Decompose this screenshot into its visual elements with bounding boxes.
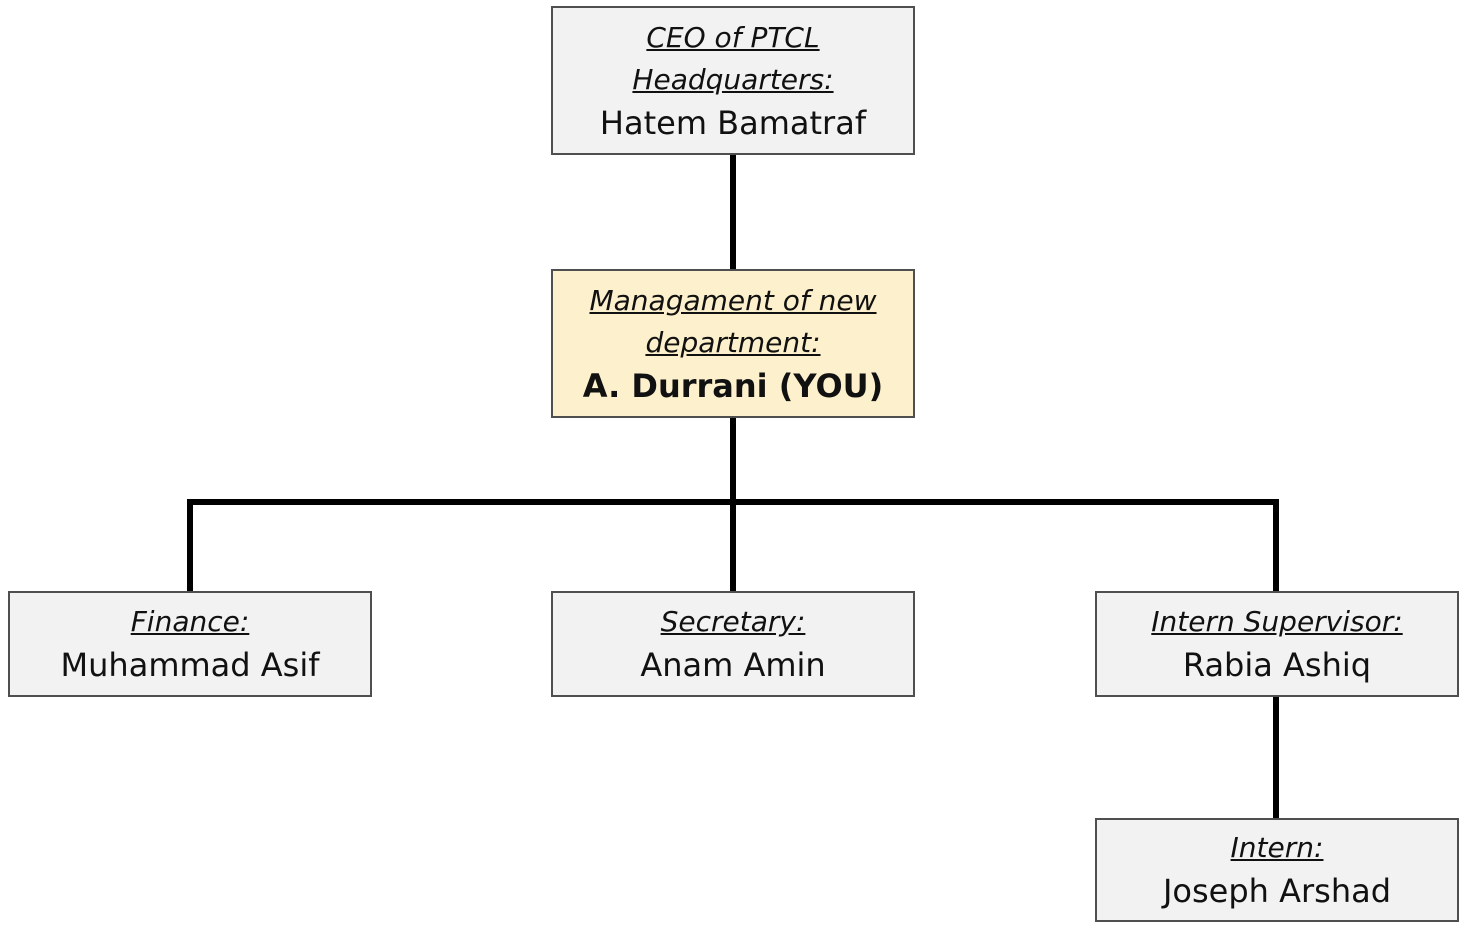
intern-supervisor-role-label: Intern Supervisor: xyxy=(1151,605,1403,638)
secretary-name: Anam Amin xyxy=(640,646,826,684)
management-box: Managament of new department: A. Durrani… xyxy=(551,269,915,418)
finance-role-label: Finance: xyxy=(130,605,250,638)
intern-box: Intern: Joseph Arshad xyxy=(1095,818,1459,922)
finance-name: Muhammad Asif xyxy=(60,646,320,684)
secretary-box: Secretary: Anam Amin xyxy=(551,591,915,697)
finance-box: Finance: Muhammad Asif xyxy=(8,591,372,697)
management-name: A. Durrani (YOU) xyxy=(582,366,884,405)
ceo-box: CEO of PTCL Headquarters: Hatem Bamatraf xyxy=(551,6,915,155)
ceo-role-label: CEO of PTCL Headquarters: xyxy=(632,20,834,96)
intern-name: Joseph Arshad xyxy=(1162,872,1392,910)
secretary-role-label: Secretary: xyxy=(660,605,806,638)
intern-role-label: Intern: xyxy=(1230,831,1324,864)
ceo-name: Hatem Bamatraf xyxy=(599,103,867,142)
intern-supervisor-name: Rabia Ashiq xyxy=(1182,646,1372,684)
intern-supervisor-box: Intern Supervisor: Rabia Ashiq xyxy=(1095,591,1459,697)
management-role-label: Managament of new department: xyxy=(589,283,877,359)
